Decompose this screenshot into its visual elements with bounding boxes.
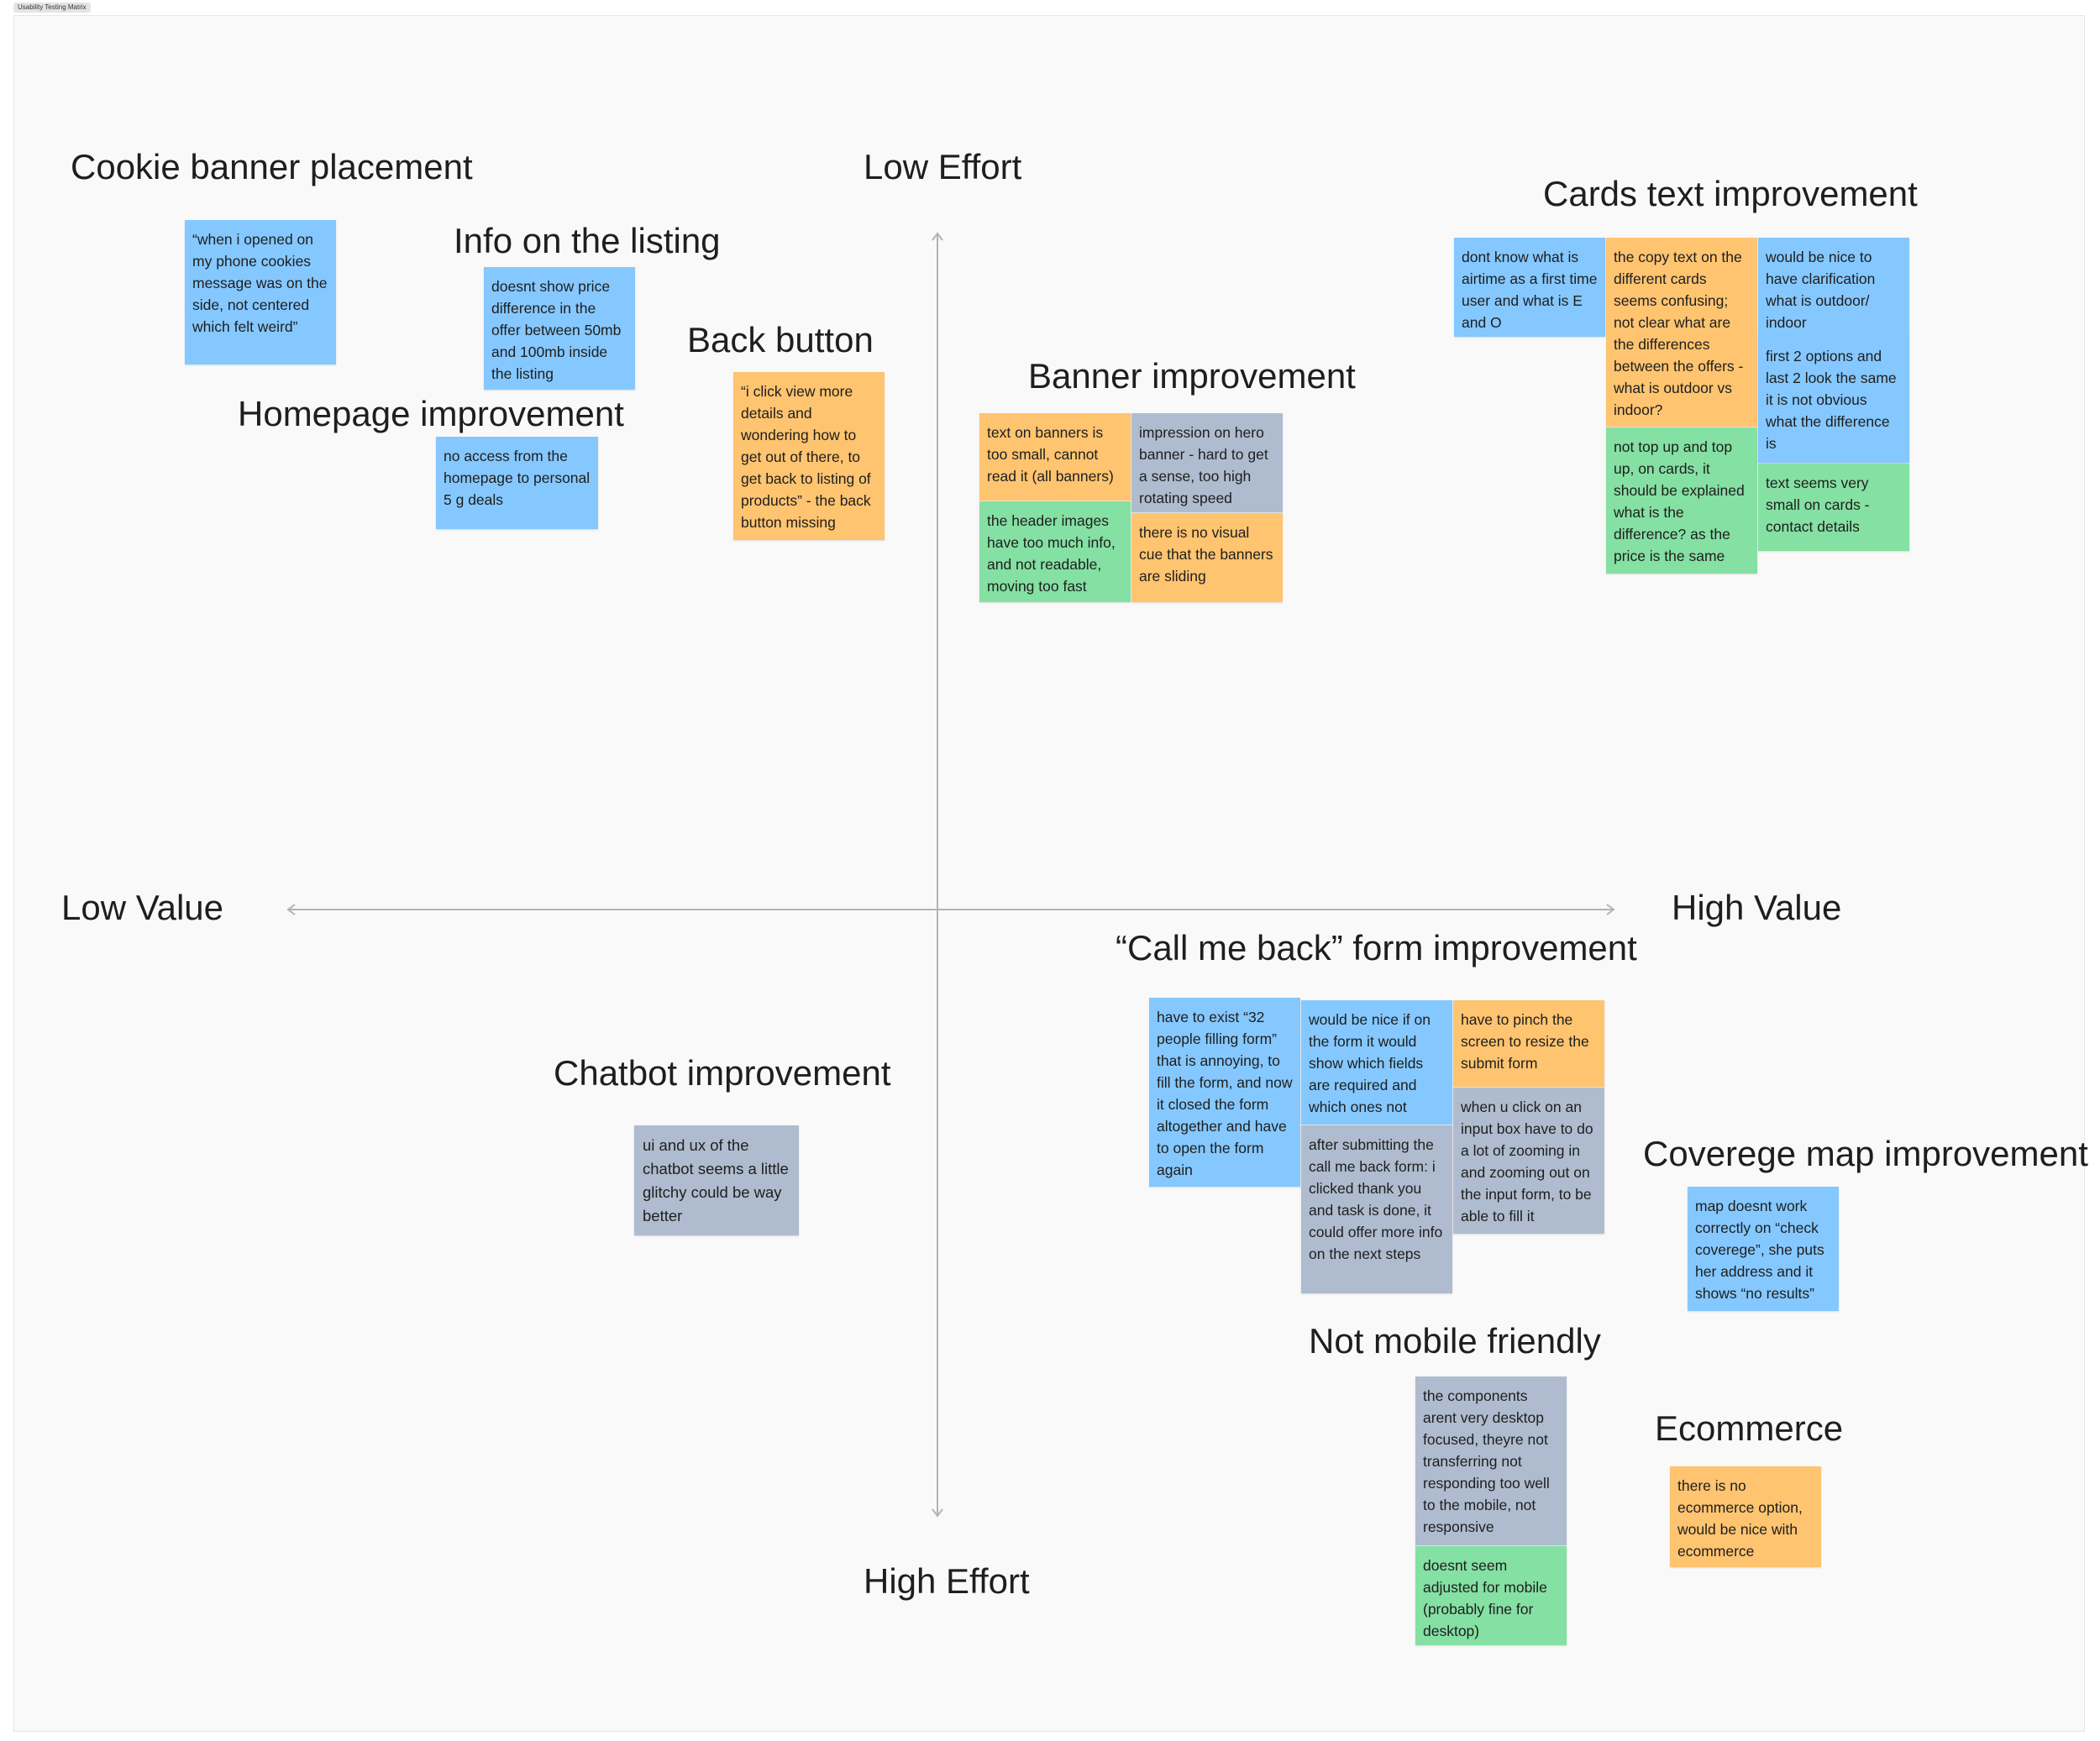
axis-label-high-effort: High Effort bbox=[864, 1561, 1030, 1601]
sticky-note[interactable]: text on banners is too small, cannot rea… bbox=[979, 413, 1131, 501]
sticky-note[interactable]: text seems very small on cards - contact… bbox=[1758, 464, 1909, 551]
axis-label-low-effort: Low Effort bbox=[864, 147, 1022, 186]
sticky-note[interactable]: map doesnt work correctly on “check cove… bbox=[1688, 1187, 1839, 1311]
sticky-note[interactable]: when u click on an input box have to do … bbox=[1453, 1088, 1604, 1234]
sticky-note[interactable]: “when i opened on my phone cookies messa… bbox=[185, 220, 336, 364]
axis-label-low-value: Low Value bbox=[61, 888, 224, 927]
group-label-info-listing[interactable]: Info on the listing bbox=[454, 221, 721, 260]
sticky-note[interactable]: first 2 options and last 2 look the same… bbox=[1758, 333, 1909, 463]
axis-label-high-value: High Value bbox=[1672, 888, 1842, 927]
sticky-note[interactable]: doesnt show price difference in the offe… bbox=[484, 267, 635, 390]
sticky-note[interactable]: would be nice if on the form it would sh… bbox=[1301, 1000, 1452, 1125]
sticky-note[interactable]: no access from the homepage to personal … bbox=[436, 437, 598, 529]
axis-arrow-down-icon bbox=[932, 1508, 943, 1518]
axis-arrow-up-icon bbox=[932, 232, 943, 241]
group-label-not-mobile-friendly[interactable]: Not mobile friendly bbox=[1309, 1321, 1601, 1361]
group-label-banner[interactable]: Banner improvement bbox=[1028, 356, 1356, 396]
sticky-note[interactable]: “i click view more details and wondering… bbox=[733, 372, 885, 540]
group-label-chatbot[interactable]: Chatbot improvement bbox=[554, 1053, 891, 1093]
group-label-homepage[interactable]: Homepage improvement bbox=[238, 394, 624, 433]
sticky-note[interactable]: the copy text on the different cards see… bbox=[1606, 238, 1757, 427]
group-label-cookie-banner[interactable]: Cookie banner placement bbox=[71, 147, 473, 186]
frame-title-tab[interactable]: Usability Testing Matrix bbox=[13, 3, 91, 13]
sticky-note[interactable]: the header images have too much info, an… bbox=[979, 501, 1131, 602]
sticky-note[interactable]: ui and ux of the chatbot seems a little … bbox=[634, 1125, 799, 1235]
sticky-note[interactable]: impression on hero banner - hard to get … bbox=[1131, 413, 1283, 512]
group-label-coverage-map[interactable]: Coverege map improvement bbox=[1643, 1134, 2088, 1173]
axis-arrow-left-icon bbox=[286, 904, 296, 915]
group-label-back-button[interactable]: Back button bbox=[687, 320, 874, 359]
group-label-cards-text[interactable]: Cards text improvement bbox=[1543, 174, 1918, 213]
sticky-note[interactable]: have to pinch the screen to resize the s… bbox=[1453, 1000, 1604, 1087]
sticky-note[interactable]: there is no visual cue that the banners … bbox=[1131, 513, 1283, 602]
sticky-note[interactable]: dont know what is airtime as a first tim… bbox=[1454, 238, 1605, 337]
sticky-note[interactable]: after submitting the call me back form: … bbox=[1301, 1125, 1452, 1293]
sticky-note[interactable]: doesnt seem adjusted for mobile (probabl… bbox=[1415, 1546, 1567, 1645]
axis-arrow-right-icon bbox=[1606, 904, 1615, 915]
sticky-note[interactable]: the components arent very desktop focuse… bbox=[1415, 1377, 1567, 1545]
sticky-note[interactable]: not top up and top up, on cards, it shou… bbox=[1606, 427, 1757, 574]
group-label-call-me-back[interactable]: “Call me back” form improvement bbox=[1116, 928, 1637, 968]
group-label-ecommerce[interactable]: Ecommerce bbox=[1655, 1408, 1844, 1448]
sticky-note[interactable]: there is no ecommerce option, would be n… bbox=[1670, 1466, 1821, 1567]
sticky-note[interactable]: have to exist “32 people filling form” t… bbox=[1149, 998, 1300, 1187]
